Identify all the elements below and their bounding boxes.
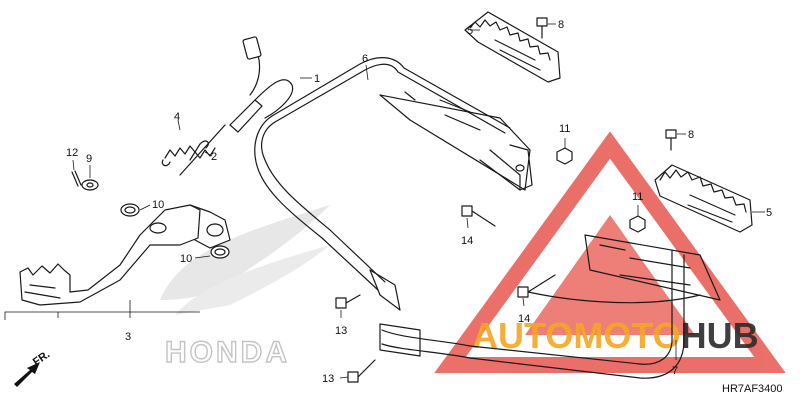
spring-4	[161, 140, 209, 167]
step-bar-lower-7	[379, 234, 721, 379]
footpeg-lower-5	[654, 164, 753, 233]
nut-11-lower	[629, 215, 646, 233]
step-bar-upper-6	[254, 57, 533, 311]
callout-11-upper: 11	[559, 123, 570, 135]
leader-lines	[4, 23, 765, 379]
spring-rod-2	[179, 124, 226, 176]
callout-10-lower: 10	[180, 253, 192, 265]
honda-wing-watermark	[160, 205, 330, 315]
flange-bolt-14-lower	[517, 274, 556, 298]
callout-9: 9	[86, 153, 92, 165]
bushing-10-upper	[120, 203, 140, 217]
callout-14-lower: 14	[518, 313, 530, 325]
callout-6: 6	[362, 53, 368, 65]
callout-12: 12	[66, 147, 78, 159]
brake-pedal-3	[19, 204, 231, 306]
callout-13-upper: 13	[335, 325, 347, 337]
callout-8-upper: 8	[558, 19, 564, 31]
bushing-10-lower	[210, 245, 230, 259]
callout-5-upper: 5	[467, 25, 473, 37]
callout-5-lower: 5	[766, 207, 772, 219]
bolt-13-upper	[335, 294, 361, 309]
nut-11-upper	[556, 147, 573, 165]
callout-2: 2	[211, 151, 217, 163]
cotter-pin-12	[71, 170, 82, 187]
callout-8-lower: 8	[688, 129, 694, 141]
honda-brand-watermark: HONDA	[165, 336, 290, 369]
callout-7: 7	[672, 365, 678, 377]
callout-11-lower: 11	[632, 191, 643, 203]
callout-1: 1	[314, 73, 320, 85]
brake-switch-1	[229, 36, 294, 133]
automotohub-wordmark-dark: HUB	[681, 315, 759, 356]
automotohub-wordmark: AUTOMOTOHUB	[472, 315, 759, 356]
washer-9	[81, 179, 99, 191]
callout-3: 3	[125, 331, 131, 343]
flange-bolt-14-upper	[461, 205, 496, 227]
callout-4: 4	[174, 111, 180, 123]
bolt-8-upper	[536, 17, 548, 39]
bolt-13-lower	[347, 359, 376, 383]
diagram-code: HR7AF3400	[722, 383, 783, 395]
callout-10-upper: 10	[152, 199, 164, 211]
footpeg-upper-5	[464, 11, 561, 83]
automotohub-wordmark-orange: AUTOMOTO	[472, 315, 681, 356]
front-direction-arrow-icon: FR.	[14, 348, 52, 387]
bolt-8-lower	[665, 129, 677, 151]
callout-13-lower: 13	[322, 373, 334, 385]
callout-14-upper: 14	[461, 235, 473, 247]
